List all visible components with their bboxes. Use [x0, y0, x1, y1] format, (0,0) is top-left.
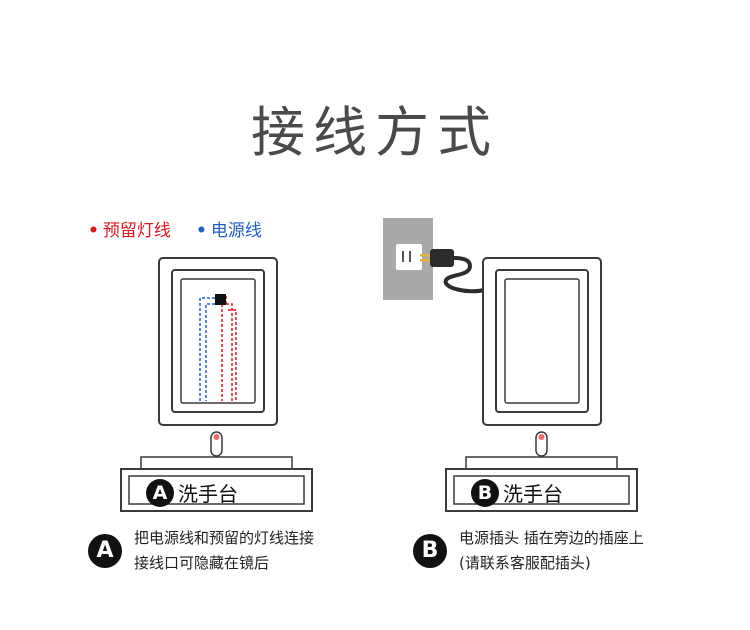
note-a: A 把电源线和预留的灯线连接 接线口可隐藏在镜后 — [88, 526, 314, 576]
note-badge-a: A — [88, 534, 122, 568]
legend-blue-dot-icon: • — [196, 221, 207, 241]
counter-label-b: B 洗手台 — [471, 478, 563, 507]
legend-label-power-wire: 电源线 — [210, 221, 262, 241]
legend-label-reserved-lamp-wire: 预留灯线 — [102, 221, 171, 241]
counter-label-a: A 洗手台 — [146, 478, 238, 507]
page-title: 接线方式 — [251, 101, 499, 164]
badge-a: A — [146, 478, 174, 507]
mirror-a — [158, 257, 278, 426]
sensor-a — [210, 431, 223, 457]
wire-power-blue — [199, 297, 215, 401]
note-b-line-2: (请联系客服配插头) — [459, 554, 591, 572]
note-a-line-2: 接线口可隐藏在镜后 — [134, 554, 270, 572]
legend-item-reserved-lamp-wire: •预留灯线 — [88, 216, 171, 241]
power-plug-icon — [420, 249, 486, 294]
legend-item-power-wire: •电源线 — [196, 216, 262, 241]
note-a-line-1: 把电源线和预留的灯线连接 — [134, 529, 315, 547]
sensor-b — [535, 431, 548, 457]
badge-b: B — [471, 478, 499, 507]
legend-red-dot-icon: • — [88, 221, 99, 241]
note-badge-b: B — [413, 534, 447, 568]
mirror-b — [482, 257, 602, 426]
note-b-line-1: 电源插头 插在旁边的插座上 — [459, 529, 644, 547]
note-b: B 电源插头 插在旁边的插座上 (请联系客服配插头) — [413, 526, 644, 576]
counter-label-a-text: 洗手台 — [178, 482, 238, 506]
junction-box-icon — [215, 294, 226, 305]
vanity-counter-b — [445, 456, 638, 512]
counter-label-b-text: 洗手台 — [503, 482, 563, 506]
